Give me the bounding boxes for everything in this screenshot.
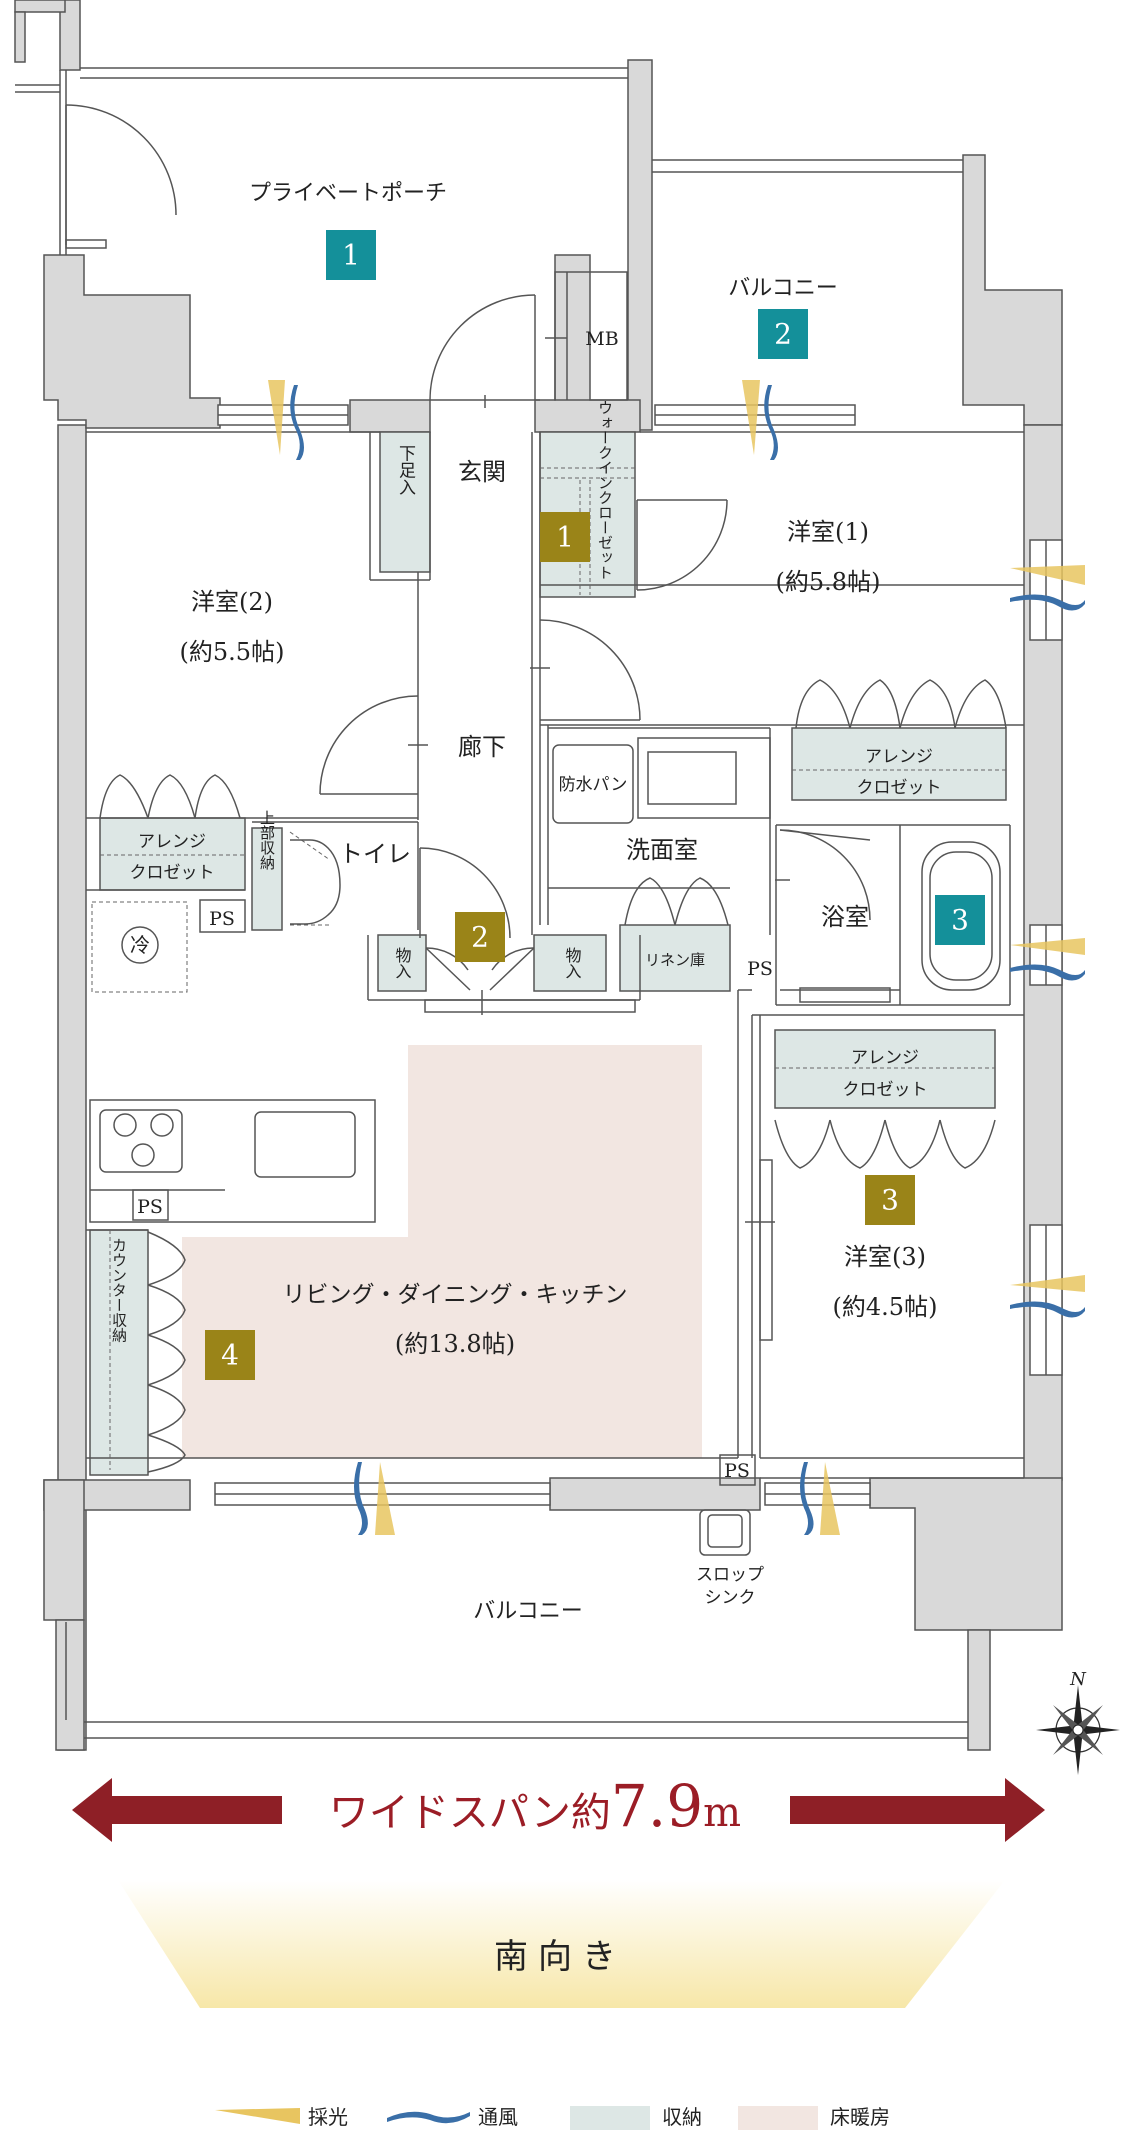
badge-2-gold [455,912,505,962]
entrance-door [429,294,540,408]
linen-area [619,924,731,992]
badges: 1 2 1 3 2 3 4 [205,230,985,1380]
arrange-closet-2-area [99,817,246,891]
label-western1-size: (約5.8帖) [776,568,881,596]
fridge-label: 冷 [130,933,150,957]
legend: 採光 通風 収納 床暖房 [215,2105,890,2130]
storage-left-area [377,934,427,992]
label-ldk-name: リビング・ダイニング・キッチン [283,1282,628,1308]
badge-2-teal-text: 2 [774,318,792,351]
badge-1-gold-text: 1 [556,521,574,554]
porch-door [65,104,177,249]
bathtub [921,841,1001,991]
legend-floor-heating-swatch [738,2106,818,2130]
arrange-closet-1-area [791,727,1007,801]
shoe-storage-area [379,431,431,573]
doors [319,499,871,1341]
badge-1-gold [540,512,590,562]
label-linen: リネン庫 [645,951,705,969]
storage-areas [89,431,1007,1476]
label-western1-name: 洋室(1) [787,518,869,546]
south-gradient [118,1880,1005,2008]
span-arrow [72,1778,1045,1842]
span-unit: m [703,1790,741,1836]
label-storage-left: 物入 [393,947,412,979]
label-balcony-bottom: バルコニー [473,1599,583,1624]
compass-icon [1036,1685,1120,1775]
span-value: 7.9 [611,1772,703,1840]
light-vent-markers [268,380,1085,1535]
label-private-porch: プライベートポーチ [249,181,447,206]
label-storage-right: 物入 [563,947,582,979]
label-western2-size: (約5.5帖) [180,638,285,666]
label-walk-in-closet: ウォークインクローゼット [596,400,614,580]
ps-label-1: PS [209,908,235,930]
washroom-fixtures [552,737,900,1003]
label-slop-sink-2: シンク [705,1588,756,1608]
badge-3-teal-text: 3 [951,904,969,937]
label-ldk-size: (約13.8帖) [395,1330,515,1358]
ps-label-4: PS [724,1460,750,1482]
legend-light-icon [215,2108,300,2124]
label-shoe-storage: 下足入 [395,445,416,496]
badge-2-gold-text: 2 [471,921,489,954]
closet-doors [99,679,1007,1473]
label-upper-storage: 上部収納 [258,810,276,871]
label-slop-sink-1: スロップ [696,1565,764,1585]
label-arrange-closet1-bottom: クロゼット [857,778,942,798]
label-arrange-closet2-bottom: クロゼット [130,863,215,883]
span-text: ワイドスパン約7.9m [329,1772,741,1840]
legend-vent-icon [387,2111,470,2124]
fridge [121,926,159,964]
badge-4-gold [205,1330,255,1380]
label-arrange-closet3-bottom: クロゼット [843,1080,928,1100]
badge-1-teal [326,230,376,280]
label-mb: MB [585,328,618,350]
legend-ventilation: 通風 [478,2105,518,2129]
badge-3-gold-text: 3 [881,1184,899,1217]
legend-light: 採光 [308,2105,348,2129]
legend-storage-swatch [570,2106,650,2130]
label-genkan: 玄関 [458,458,506,486]
upper-storage-area [251,827,283,931]
legend-storage: 収納 [662,2105,702,2129]
label-arrange-closet3-top: アレンジ [851,1048,919,1068]
ps-label-3: PS [137,1196,163,1218]
badge-1-teal-text: 1 [342,239,360,272]
label-western3-name: 洋室(3) [844,1243,926,1271]
label-bathroom: 浴室 [821,903,869,931]
orientation-label: 南向き [494,1937,626,1977]
label-balcony-top: バルコニー [728,276,838,301]
span-prefix: ワイドスパン約 [329,1790,611,1836]
compass-label: N [1069,1669,1087,1690]
label-western2-name: 洋室(2) [191,588,273,616]
label-western3-size: (約4.5帖) [833,1293,938,1321]
storage-right-area [533,934,607,992]
slop-sink [699,1509,751,1556]
label-washroom: 洗面室 [626,836,698,864]
floor-heating-area [182,1045,702,1458]
label-waterproof-pan: 防水パン [559,775,628,795]
badge-3-gold [865,1175,915,1225]
legend-floor-heating: 床暖房 [830,2105,890,2129]
label-toilet: トイレ [339,840,411,868]
label-arrange-closet1-top: アレンジ [865,747,933,767]
badge-2-teal [758,309,808,359]
counter-storage-area [89,1229,149,1476]
badge-3-teal [935,895,985,945]
toilet-bowl [290,839,341,925]
label-counter-storage: カウンター収納 [110,1238,128,1344]
arrange-closet-3-area [774,1029,996,1109]
label-corridor: 廊下 [458,733,506,761]
ps-label-2: PS [747,958,773,980]
ps-boxes [132,899,756,1486]
badge-4-gold-text: 4 [221,1339,239,1372]
label-arrange-closet2-top: アレンジ [138,832,206,852]
mb-box [545,271,628,401]
